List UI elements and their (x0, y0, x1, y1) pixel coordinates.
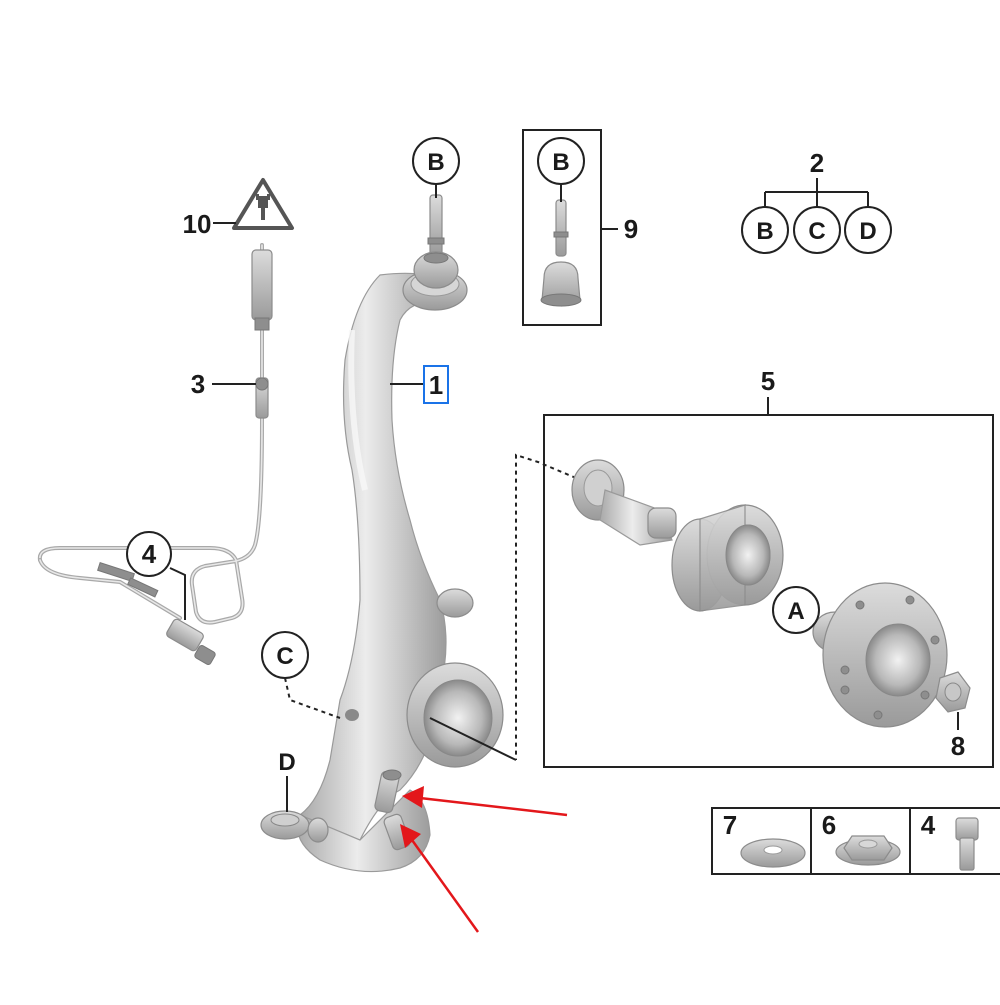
letter-b-group: B (756, 218, 773, 245)
callout-1-highlight: 1 (423, 365, 449, 404)
callout-9: 9 (624, 214, 638, 244)
leader-lines (169, 184, 562, 812)
letter-a-hub: A (787, 598, 804, 625)
circle-4-sensor: 4 (126, 531, 172, 577)
electrical-warning-triangle-icon (232, 178, 294, 230)
ball-joint-box (522, 129, 618, 326)
circle-b-box9: B (537, 137, 585, 185)
letter-b-top: B (427, 149, 444, 176)
wheel-speed-sensor-harness (37, 243, 273, 665)
red-arrow-lower (400, 824, 480, 933)
letter-d-group: D (859, 218, 876, 245)
group-2-tree (764, 178, 869, 208)
callout-7: 7 (723, 810, 737, 840)
steering-knuckle (260, 269, 504, 873)
callout-6: 6 (822, 810, 836, 840)
circle-c-group: C (793, 206, 841, 254)
callout-1: 1 (429, 370, 443, 400)
callout-5: 5 (761, 366, 775, 396)
callout-8: 8 (951, 731, 965, 761)
fastener-strip (711, 807, 1000, 875)
circle-a-hub: A (772, 586, 820, 634)
letter-c-group: C (808, 218, 825, 245)
callout-10: 10 (183, 209, 212, 239)
letter-b-box9: B (552, 149, 569, 176)
letter-c-knuckle: C (276, 643, 293, 670)
circle-b-group: B (741, 206, 789, 254)
callout-4-bolt: 4 (921, 810, 936, 840)
circle-b-top: B (412, 137, 460, 185)
callout-4-sensor: 4 (142, 539, 157, 569)
wheel-hub-box (429, 397, 994, 768)
letter-d-knuckle: D (278, 749, 295, 776)
red-arrow-upper (402, 786, 568, 817)
circle-d-group: D (844, 206, 892, 254)
ball-joint-upper (413, 194, 459, 289)
circle-c-knuckle: C (261, 631, 309, 679)
callout-3: 3 (191, 369, 205, 399)
callout-2: 2 (810, 148, 824, 178)
